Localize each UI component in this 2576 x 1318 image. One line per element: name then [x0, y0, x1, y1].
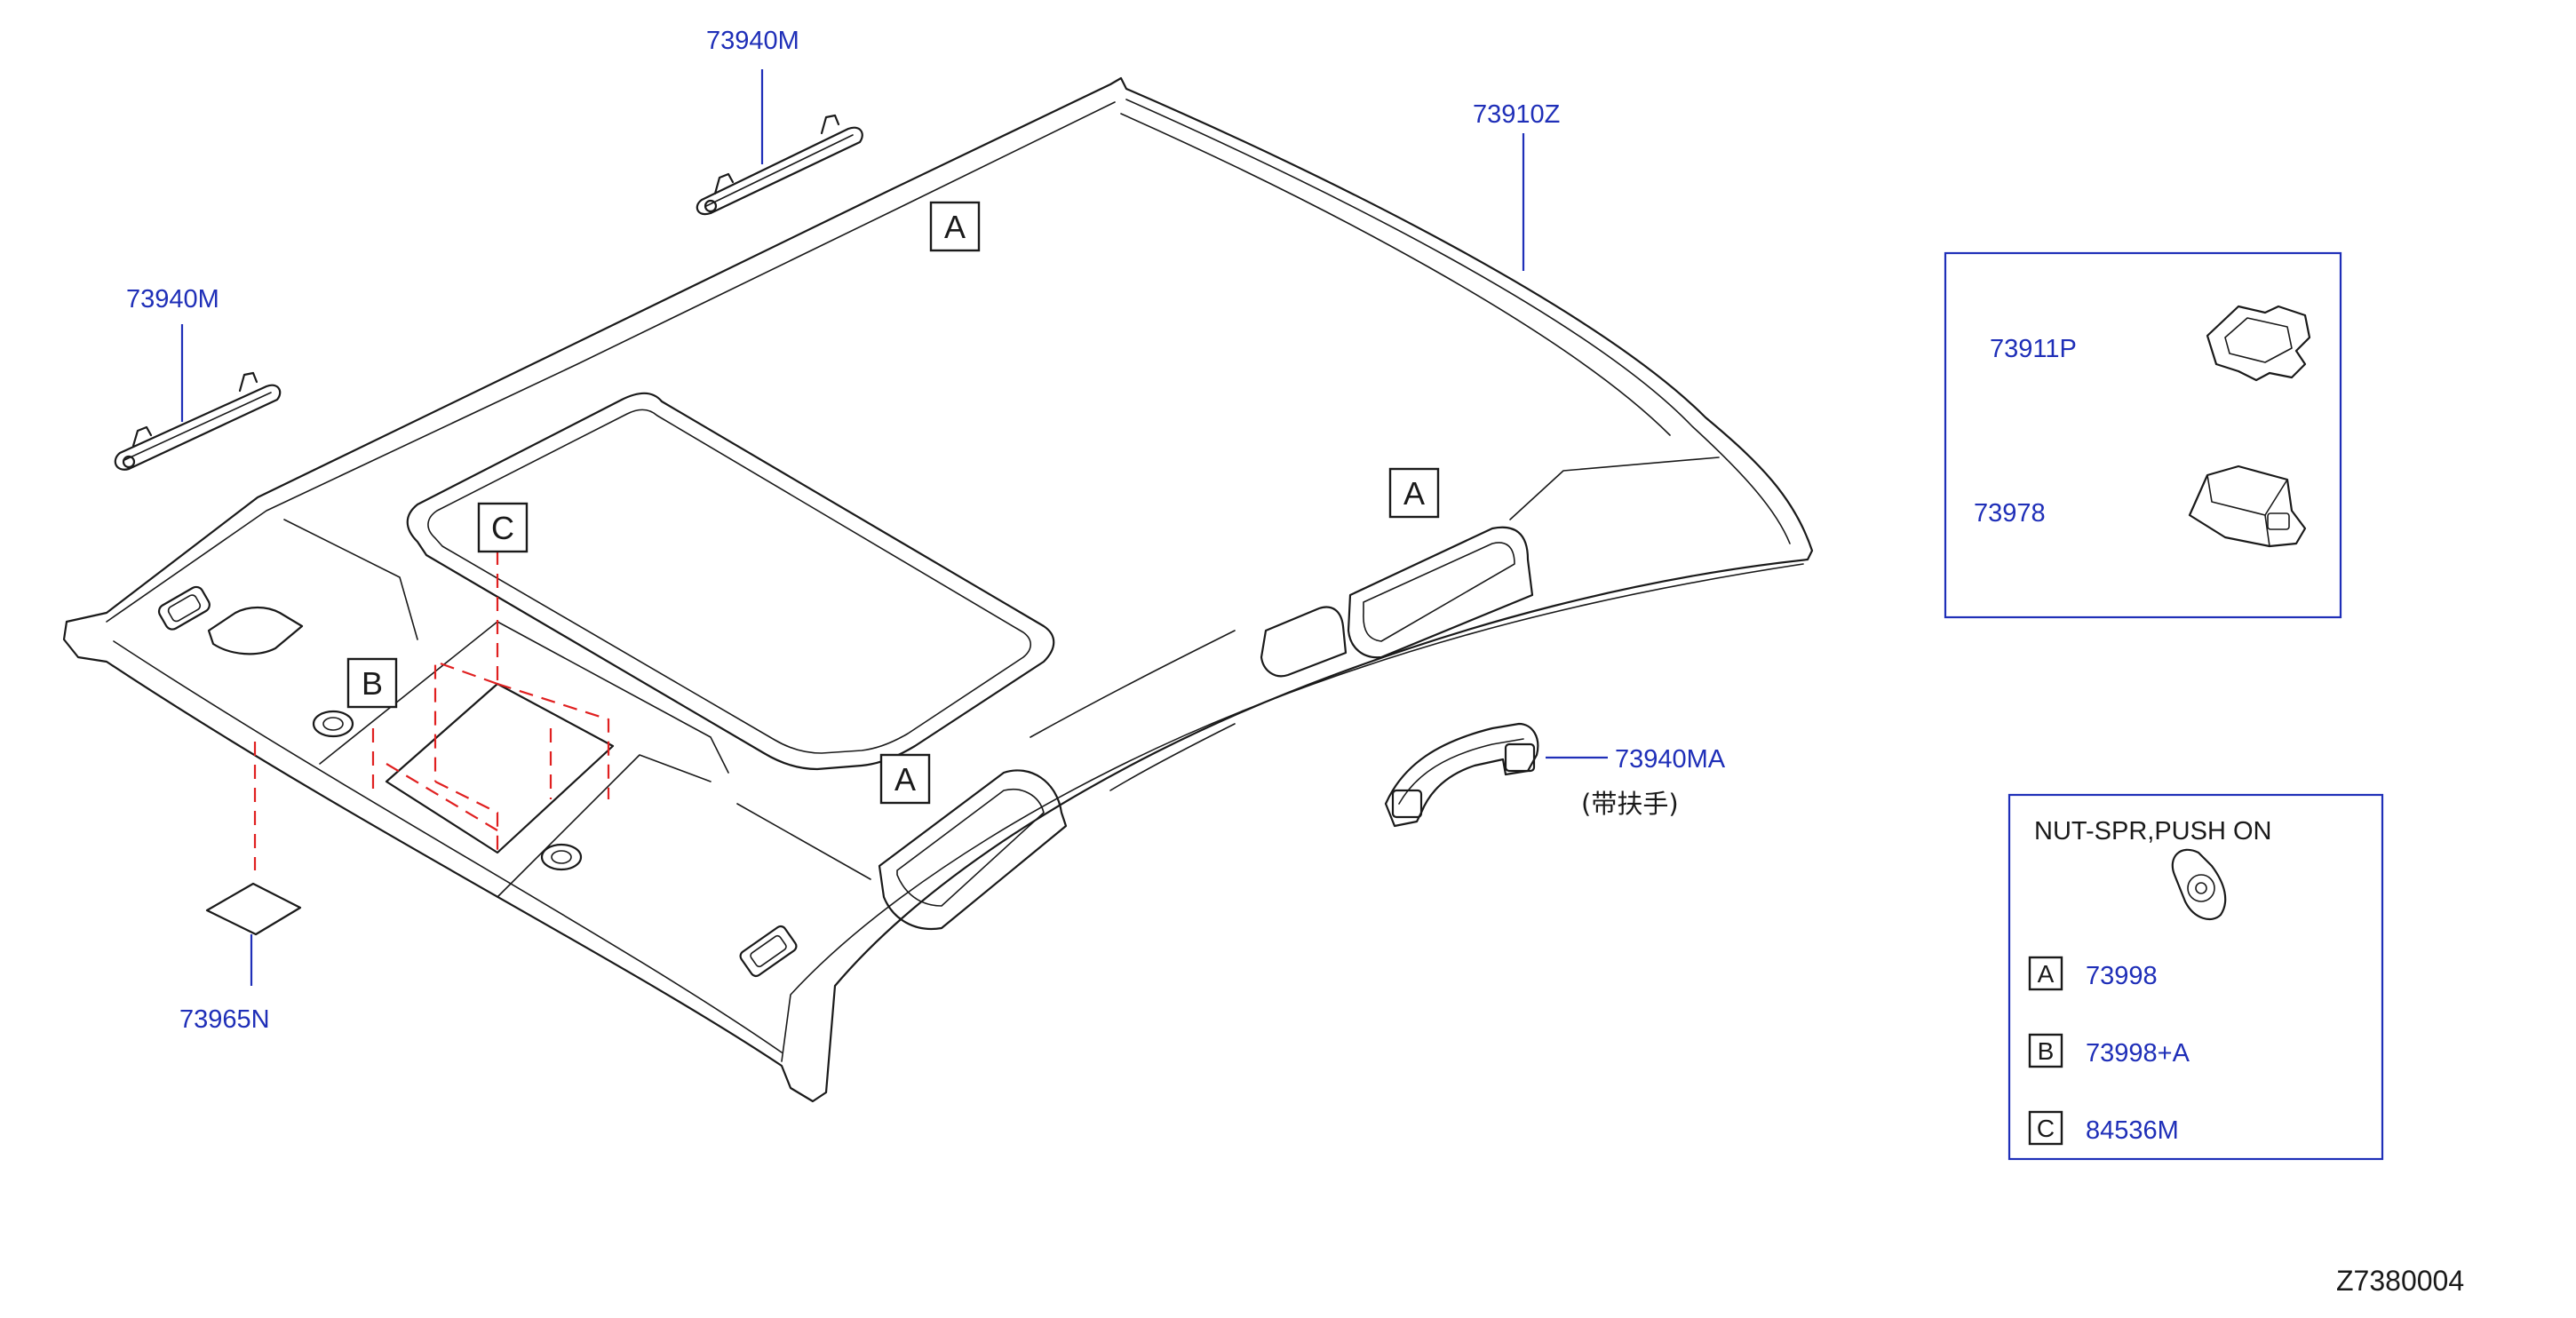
inset-part-number-clip: 73911P [1990, 335, 2077, 363]
reference-dashes [253, 551, 610, 870]
inset-box [1944, 251, 2342, 619]
tag-a-top: A [944, 209, 966, 245]
sun-visor-top [696, 114, 863, 216]
part-number-headlining: 73910Z [1473, 100, 1560, 129]
part-number-grip: 73940MA [1615, 745, 1726, 774]
part-number-visor-left: 73940M [126, 285, 219, 314]
pad-part [205, 882, 302, 936]
legend-part-b: 73998+A [2086, 1039, 2190, 1068]
fastener-legend-title: NUT-SPR,PUSH ON [2034, 817, 2271, 846]
leader-lines [180, 69, 2194, 986]
headlining-panel [62, 76, 1814, 1103]
legend-part-a: 73998 [2086, 962, 2158, 990]
tag-a-right: A [1403, 475, 1425, 512]
diagram-code: Z7380004 [2336, 1265, 2464, 1297]
fastener-legend-box [2008, 793, 2384, 1161]
tag-b: B [362, 665, 383, 702]
reference-tags [346, 201, 2063, 1146]
grip-note: (带扶手) [1581, 789, 1679, 819]
tag-c: C [491, 510, 514, 546]
legend-key-c: C [2037, 1115, 2055, 1142]
part-number-visor-top: 73940M [706, 27, 799, 55]
legend-key-b: B [2038, 1037, 2055, 1065]
legend-part-c: 84536M [2086, 1116, 2179, 1145]
inset-part-number-bracket: 73978 [1974, 499, 2046, 528]
tag-a-lower: A [894, 761, 916, 798]
sun-visor-left [114, 371, 282, 471]
assist-grip [1384, 722, 1539, 828]
legend-key-a: A [2038, 960, 2055, 988]
part-number-pad: 73965N [179, 1005, 270, 1034]
